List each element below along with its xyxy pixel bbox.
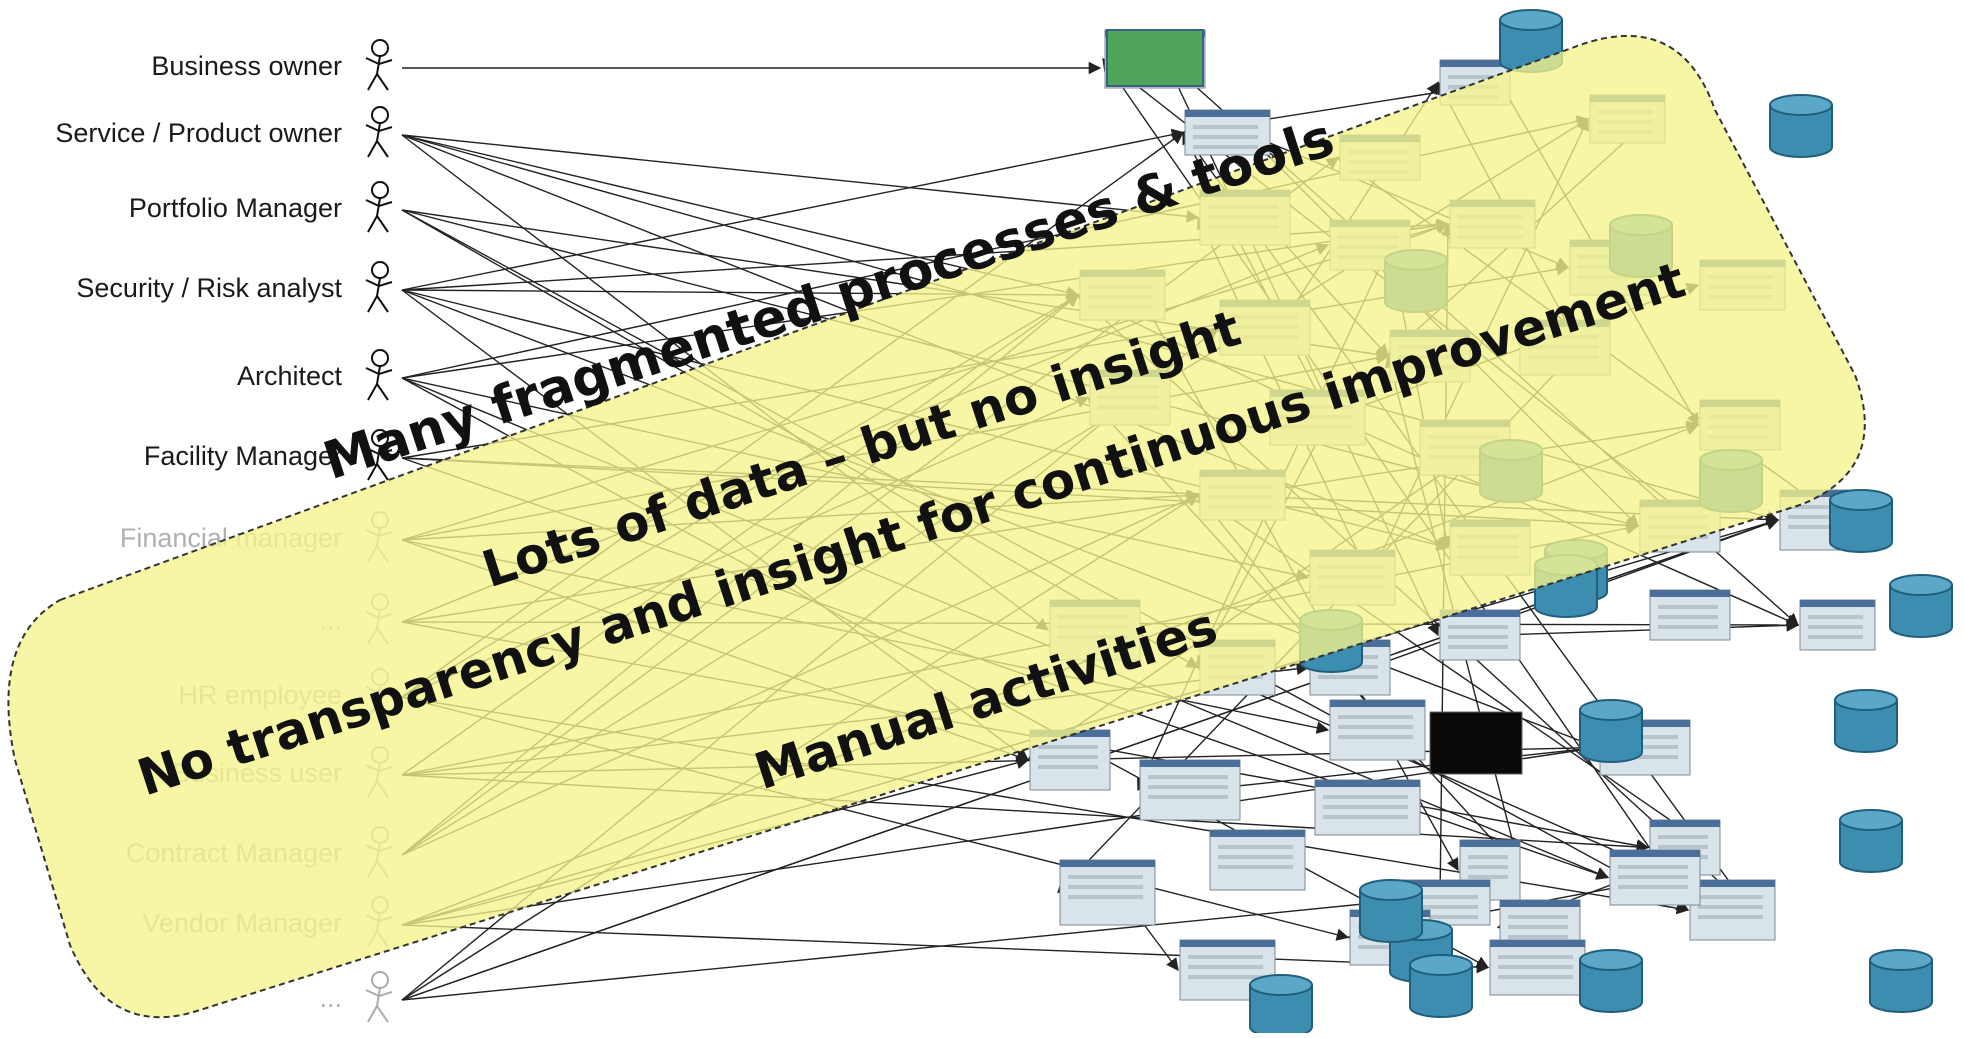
application-window-icon xyxy=(1079,269,1166,321)
stick-figure-icon xyxy=(365,181,393,233)
stick-figure-icon xyxy=(365,261,393,313)
console-window-icon xyxy=(1429,711,1523,775)
stick-figure-icon xyxy=(365,106,393,158)
dashboard-window-icon xyxy=(1106,29,1204,87)
role-label: Vendor Manager xyxy=(142,908,342,938)
application-window-icon xyxy=(1209,829,1306,891)
role-label: Service / Product owner xyxy=(55,118,342,148)
database-icon xyxy=(1869,949,1933,1013)
application-window-icon xyxy=(1269,389,1366,446)
role-label: Architect xyxy=(236,361,342,391)
application-window-icon xyxy=(1059,859,1156,926)
stick-figure-icon xyxy=(365,971,393,1023)
application-window-icon xyxy=(1329,699,1426,761)
application-window-icon xyxy=(1199,639,1276,696)
role-label: ... xyxy=(319,605,342,635)
application-window-icon xyxy=(1519,319,1611,376)
application-window-icon xyxy=(1609,849,1701,906)
database-icon xyxy=(1834,689,1898,753)
application-window-icon xyxy=(1199,469,1286,521)
role-label: HR employee xyxy=(178,680,342,710)
application-window-icon xyxy=(1049,599,1141,661)
connection-arrow xyxy=(401,396,1090,698)
stick-figure-icon xyxy=(365,668,393,720)
database-icon xyxy=(1889,574,1953,638)
application-window-icon xyxy=(1309,549,1396,606)
application-window-icon xyxy=(1799,599,1876,651)
application-window-icon xyxy=(1219,299,1311,356)
connection-arrow xyxy=(401,134,1200,223)
application-window-icon xyxy=(1439,609,1521,661)
stick-figures xyxy=(365,39,393,1023)
stick-figure-icon xyxy=(365,511,393,563)
database-icon xyxy=(1359,879,1423,943)
application-window-icon xyxy=(1689,879,1776,941)
stick-figure-icon xyxy=(365,826,393,878)
connection-arrow xyxy=(401,243,1330,623)
application-window-icon xyxy=(1589,94,1666,144)
connection-arrow xyxy=(401,539,1330,734)
stick-figure-icon xyxy=(365,746,393,798)
role-label: Portfolio Manager xyxy=(128,193,342,223)
database-icon xyxy=(1699,449,1763,513)
database-icon xyxy=(1839,809,1903,873)
application-window-icon xyxy=(1089,369,1171,426)
application-window-icon xyxy=(1449,519,1531,576)
database-icon xyxy=(1609,214,1673,278)
database-icon xyxy=(1579,699,1643,763)
stick-figure-icon xyxy=(365,593,393,645)
role-label: Facility Manager xyxy=(143,441,342,471)
role-label: Business user xyxy=(172,758,342,788)
application-window-icon xyxy=(1199,189,1291,246)
application-window-icon xyxy=(1439,59,1511,106)
database-icon xyxy=(1829,489,1893,553)
stick-figure-icon xyxy=(365,429,393,481)
database-icon xyxy=(1299,609,1363,673)
role-label: Contract Manager xyxy=(125,838,342,868)
application-window-icon xyxy=(1314,779,1421,836)
connection-arrow xyxy=(401,288,1080,302)
application-window-icon xyxy=(1449,199,1536,249)
stick-figure-icon xyxy=(365,39,393,91)
application-window-icon xyxy=(1699,399,1781,451)
application-window-icon xyxy=(1489,939,1586,996)
connection-arrow xyxy=(401,457,1780,526)
application-window-icon xyxy=(1029,729,1111,791)
application-windows xyxy=(1029,29,1876,1001)
database-icon xyxy=(1534,554,1598,618)
database-icon xyxy=(1409,954,1473,1018)
role-label: Financial manager xyxy=(119,523,342,553)
application-window-icon xyxy=(1184,109,1271,156)
connection-arrow xyxy=(401,128,1185,291)
database-icon xyxy=(1384,249,1448,313)
role-label: ... xyxy=(319,983,342,1013)
stick-figure-icon xyxy=(365,349,393,401)
application-window-icon xyxy=(1339,134,1421,181)
connection-arrow xyxy=(401,539,1030,763)
application-window-icon xyxy=(1389,329,1471,383)
database-icon xyxy=(1479,439,1543,503)
stick-figure-icon xyxy=(365,896,393,948)
database-icon xyxy=(1769,94,1833,158)
connection-arrow xyxy=(1499,619,1800,636)
database-icon xyxy=(1249,974,1313,1038)
connection-arrow xyxy=(401,134,1080,299)
application-window-icon xyxy=(1649,589,1731,641)
role-label: Security / Risk analyst xyxy=(76,273,342,303)
database-icon xyxy=(1499,9,1563,73)
application-window-icon xyxy=(1699,259,1786,311)
role-label: Business owner xyxy=(151,51,342,81)
database-icon xyxy=(1579,949,1643,1013)
application-window-icon xyxy=(1139,759,1241,821)
connection-arrow xyxy=(401,493,1200,856)
